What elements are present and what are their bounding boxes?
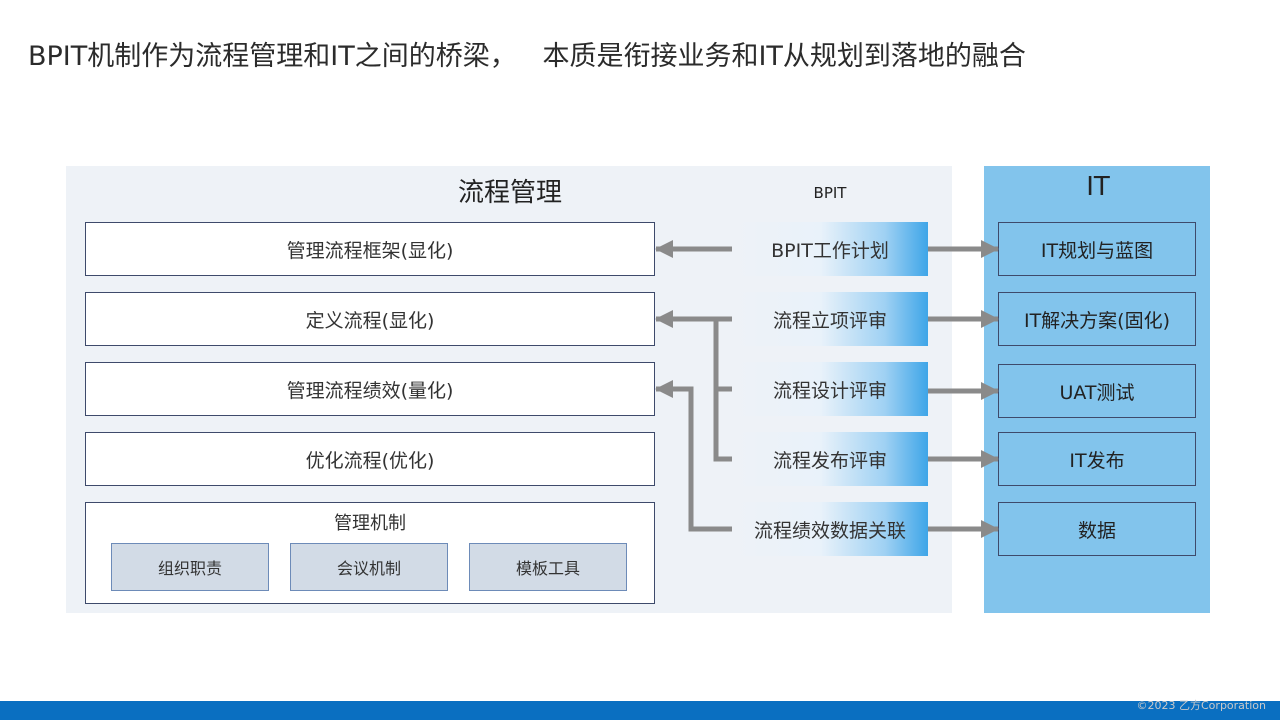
arrow-design-to-define	[713, 319, 732, 392]
bpit-item-plan: BPIT工作计划	[732, 222, 928, 276]
bpit-item-performance-data: 流程绩效数据关联	[732, 502, 928, 556]
process-management-heading: 流程管理	[457, 178, 562, 208]
arrow-release-to-define	[713, 389, 732, 462]
it-item-uat: UAT测试	[998, 364, 1196, 418]
it-heading: IT	[1086, 172, 1110, 202]
footer-bar	[0, 701, 1280, 720]
bpit-heading: BPIT	[813, 184, 847, 202]
mechanism-item-meeting: 会议机制	[290, 543, 448, 591]
it-item-solution: IT解决方案(固化)	[998, 292, 1196, 346]
process-box-optimize: 优化流程(优化)	[85, 432, 655, 486]
bpit-item-release-review: 流程发布评审	[732, 432, 928, 486]
bpit-item-design-review: 流程设计评审	[732, 362, 928, 416]
management-mechanism-label: 管理机制	[334, 513, 406, 534]
it-item-release: IT发布	[998, 432, 1196, 486]
process-box-define: 定义流程(显化)	[85, 292, 655, 346]
footer-copyright: ©2023 乙方Corporation	[1136, 699, 1266, 712]
mechanism-item-org: 组织职责	[111, 543, 269, 591]
process-box-performance: 管理流程绩效(量化)	[85, 362, 655, 416]
bpit-item-initiation-review: 流程立项评审	[732, 292, 928, 346]
mechanism-item-template: 模板工具	[469, 543, 627, 591]
it-item-planning: IT规划与蓝图	[998, 222, 1196, 276]
it-item-data: 数据	[998, 502, 1196, 556]
slide-title: BPIT机制作为流程管理和IT之间的桥梁， 本质是衔接业务和IT从规划到落地的融…	[28, 41, 1026, 72]
arrow-data-to-performance	[655, 380, 732, 532]
process-box-framework: 管理流程框架(显化)	[85, 222, 655, 276]
